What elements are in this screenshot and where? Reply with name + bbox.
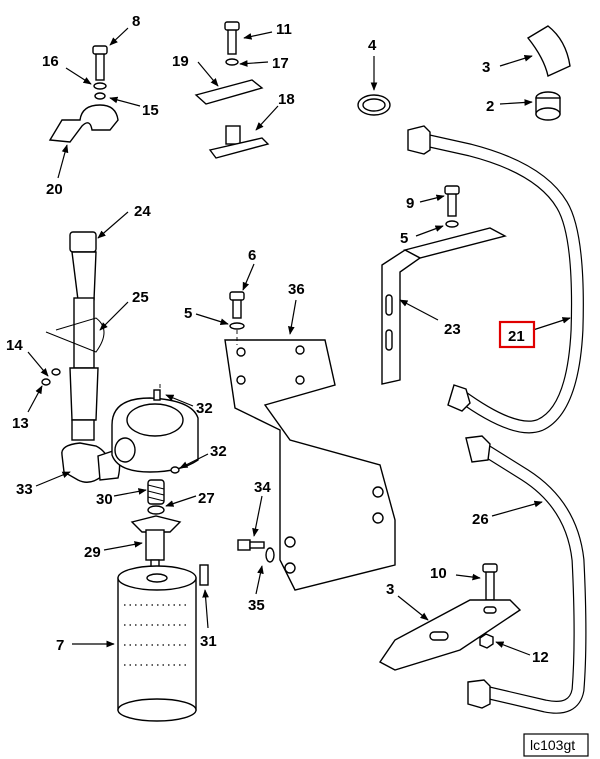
callout-label: 26 xyxy=(472,511,489,528)
callout-label: 2 xyxy=(486,98,494,115)
callout-label: 18 xyxy=(278,91,295,108)
callout-label: 29 xyxy=(84,544,101,561)
callout-label: 3 xyxy=(482,59,490,76)
callout-label: 33 xyxy=(16,481,33,498)
callout-label: 9 xyxy=(406,195,414,212)
figure-id-label: lc103gt xyxy=(530,737,575,753)
bolt-34-assembly xyxy=(237,539,275,563)
callout-label: 35 xyxy=(248,597,265,614)
clamp-20-assembly xyxy=(48,45,119,143)
oil-filter-7 xyxy=(117,565,197,722)
callout-label: 6 xyxy=(248,247,256,264)
filter-head-assembly xyxy=(111,389,199,474)
callout-label: 19 xyxy=(172,53,189,70)
callout-label: 11 xyxy=(276,21,292,38)
callout-label: 5 xyxy=(184,305,192,322)
bracket-23-assembly xyxy=(381,185,507,385)
callout-label: 8 xyxy=(132,13,140,30)
callout-label: 17 xyxy=(272,55,289,72)
highlight-box-21 xyxy=(498,320,536,349)
callout-label-highlighted: 21 xyxy=(508,328,525,345)
callout-label: 4 xyxy=(368,37,377,54)
callout-label: 36 xyxy=(288,281,305,298)
callout-label: 14 xyxy=(6,337,23,354)
callout-label: 34 xyxy=(254,479,271,496)
callout-label: 32 xyxy=(196,400,213,417)
hose-24-assembly xyxy=(41,231,121,483)
tube-26 xyxy=(465,435,587,714)
callout-label: 16 xyxy=(42,53,59,70)
callout-label: 15 xyxy=(142,102,159,119)
callout-label: 23 xyxy=(444,321,461,338)
leader-lines xyxy=(27,27,571,656)
callout-label: 20 xyxy=(46,181,63,198)
bracket-3-lower-assembly xyxy=(378,563,522,671)
tube-21 xyxy=(407,125,584,434)
callout-label: 25 xyxy=(132,289,149,306)
spring-valve-assembly xyxy=(130,479,209,586)
figure-id-box xyxy=(523,733,589,757)
callout-label: 31 xyxy=(200,633,217,650)
callout-label: 3 xyxy=(386,581,394,598)
callout-label: 24 xyxy=(134,203,151,220)
callout-label: 27 xyxy=(198,490,215,507)
callout-label: 7 xyxy=(56,637,64,654)
callout-label: 32 xyxy=(210,443,227,460)
callout-label: 5 xyxy=(400,230,408,247)
callout-label: 10 xyxy=(430,565,447,582)
elbow-3-adapter-2 xyxy=(526,25,571,121)
callout-label: 13 xyxy=(12,415,29,432)
callout-label: 12 xyxy=(532,649,549,666)
gasket-4 xyxy=(357,94,391,116)
callout-label: 30 xyxy=(96,491,113,508)
bracket-36 xyxy=(224,291,396,591)
bracket-19-assembly xyxy=(194,21,270,159)
